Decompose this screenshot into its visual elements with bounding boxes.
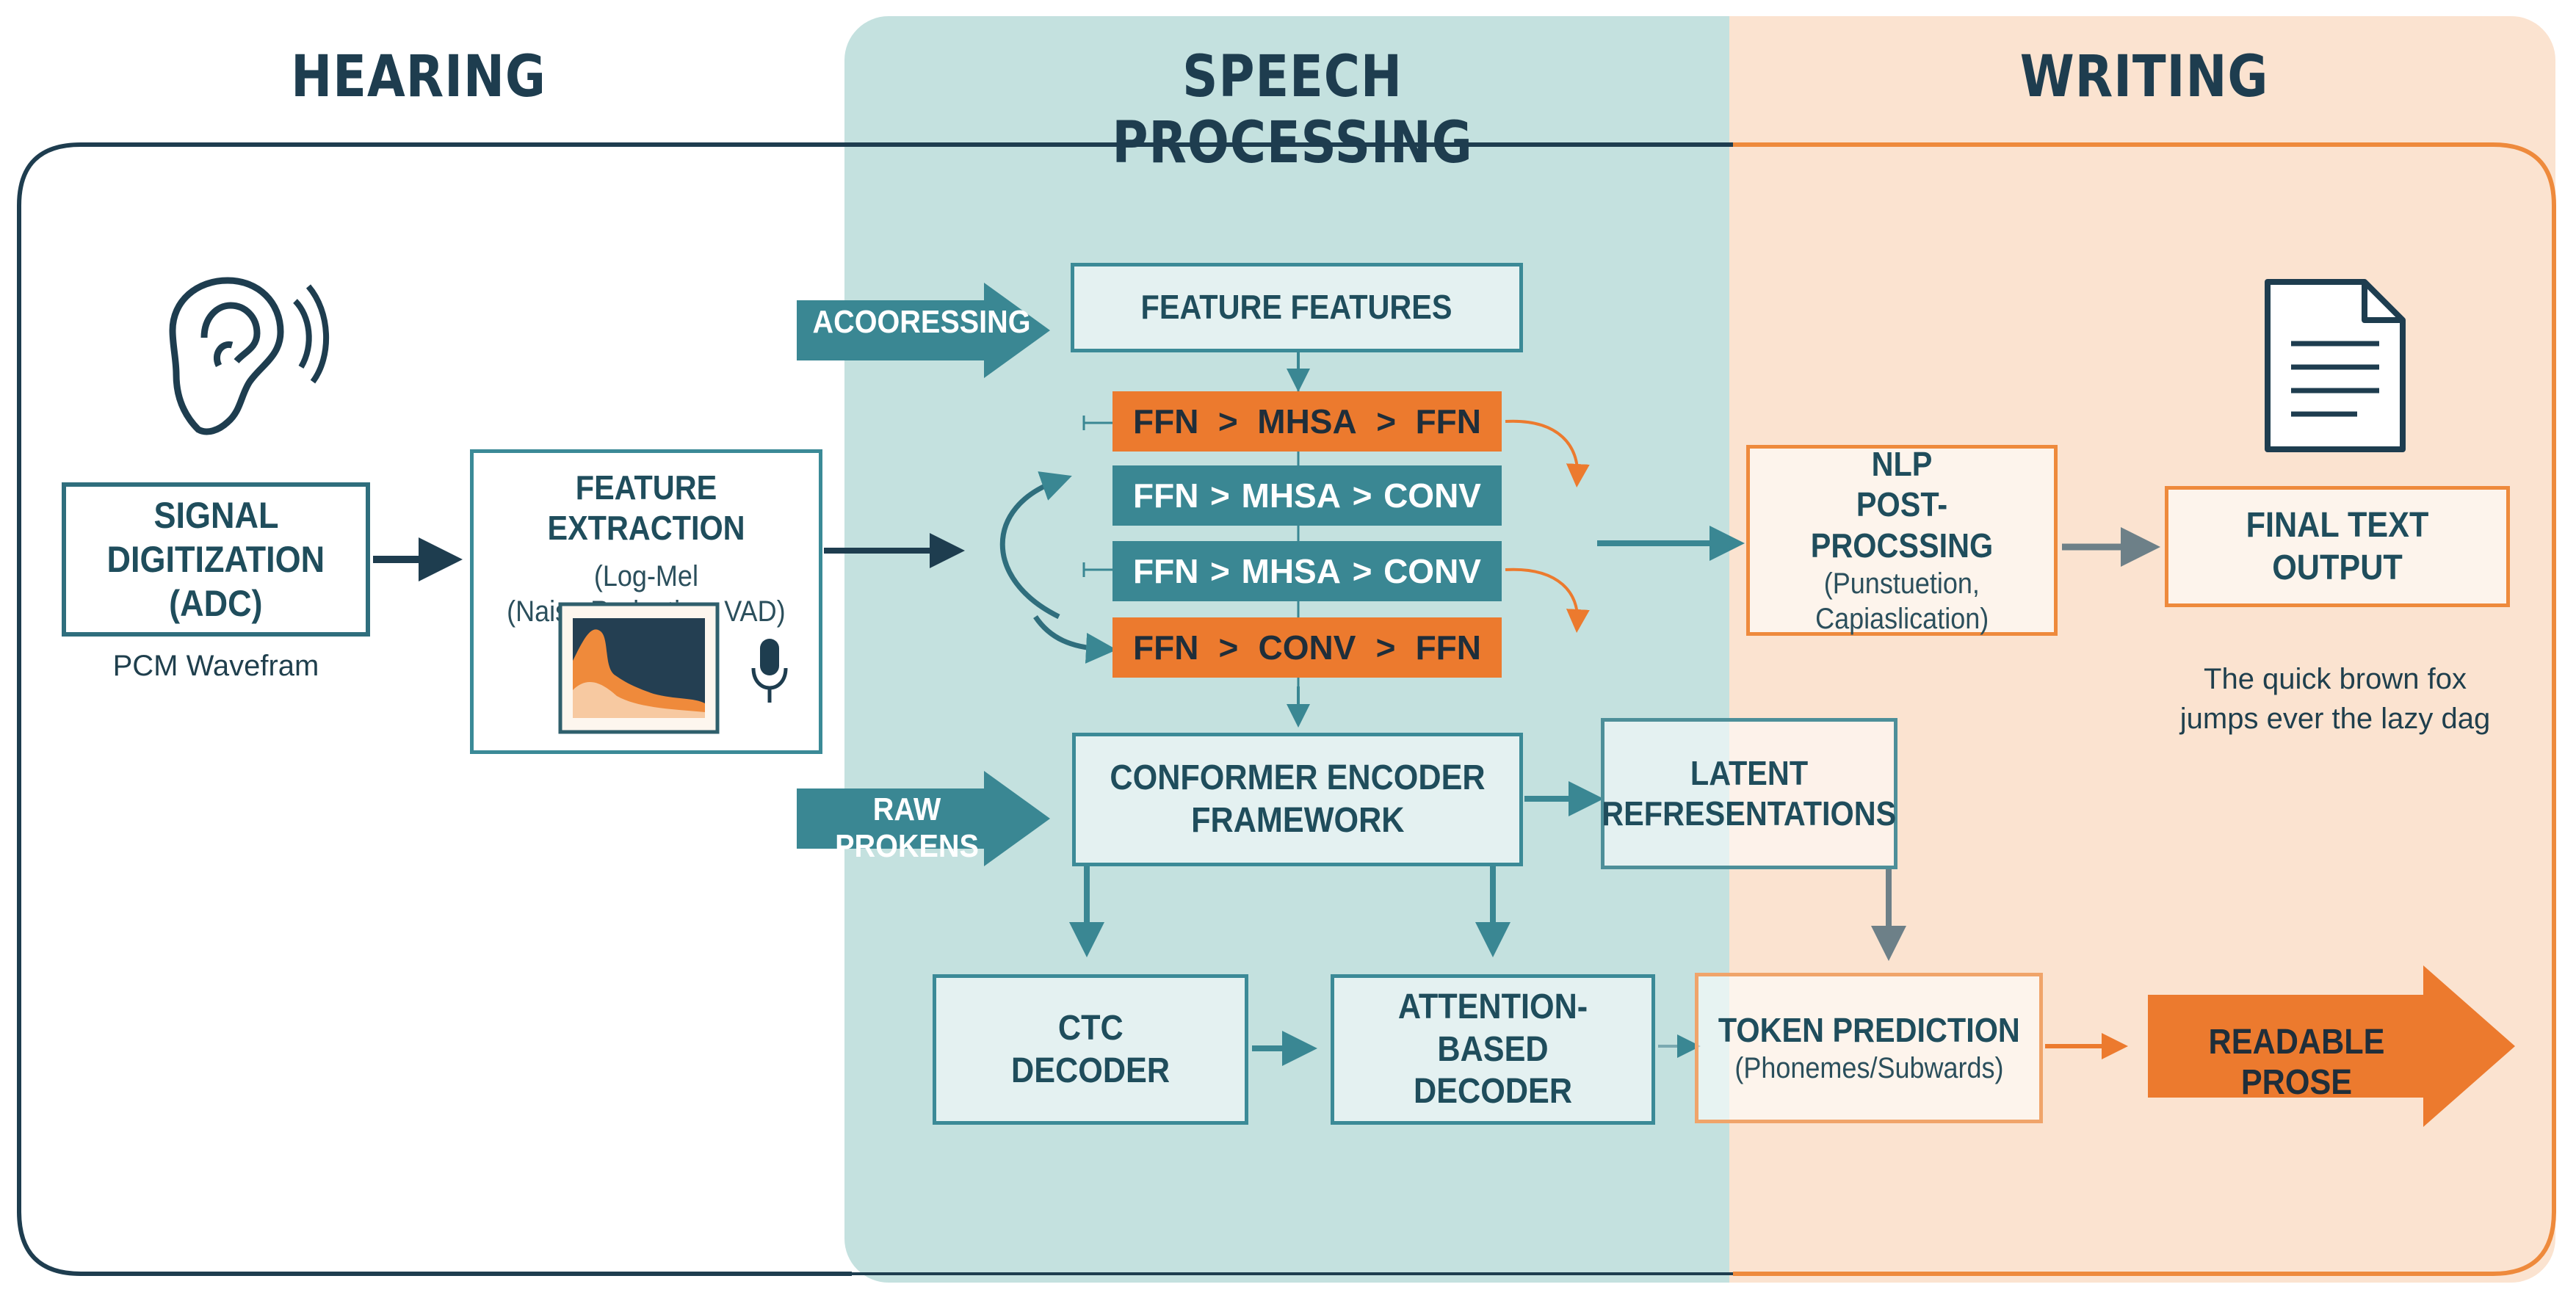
raw-tokens-block-arrow (797, 771, 1050, 866)
feature-extraction-title: FEATURE EXTRACTION (547, 468, 745, 548)
token-prediction-sub: (Phonemes/Subwards) (1734, 1052, 2004, 1085)
final-text-output-box: FINAL TEXT OUTPUT (2165, 486, 2510, 607)
sample-text-line-1: The quick brown fox (2204, 663, 2467, 695)
block-2-op-1: FFN (1133, 476, 1199, 515)
conformer-block-1: FFN > MHSA > FFN (1112, 391, 1502, 452)
nlp-post-processing-box: NLP POST-PROCSSING (Punstuetion, Capiasl… (1746, 445, 2058, 636)
header-hearing: HEARING (291, 44, 546, 110)
block-3-sep-1: > (1210, 552, 1230, 590)
block-1-op-1: FFN (1133, 402, 1199, 440)
header-speech-processing: SPEECH PROCESSING (1112, 44, 1473, 176)
accessing-arrow-label: ACOORESSING (800, 304, 1031, 341)
conformer-encoder-box: CONFORMER ENCODER FRAMEWORK (1072, 733, 1523, 866)
signal-digitization-box: SIGNAL DIGITIZATION (ADC) (62, 482, 370, 637)
ctc-decoder-box: CTC DECODER (933, 974, 1248, 1125)
block-4-op-3: FFN (1415, 628, 1481, 667)
document-icon (2265, 279, 2406, 452)
sample-text-line-2: jumps ever the lazy dag (2179, 703, 2491, 735)
ear-icon (169, 277, 330, 435)
latent-line-2: REFRESENTATIONS (1602, 794, 1897, 833)
block-3-op-2: MHSA (1241, 552, 1341, 590)
block-4-sep-1: > (1218, 628, 1239, 667)
nlp-line-3: (Punstuetion, (1823, 567, 1980, 600)
latent-representations-box: LATENT REFRESENTATIONS (1601, 718, 1897, 869)
final-text-output-text: FINAL TEXT OUTPUT (2246, 505, 2429, 587)
ctc-line-1: CTC (1057, 1008, 1124, 1048)
block-4-sep-2: > (1375, 628, 1396, 667)
spectrogram-icon (558, 602, 720, 734)
sample-output-text: The quick brown fox jumps ever the lazy … (2159, 659, 2511, 739)
readable-prose-label: READABLE PROSE (2148, 1022, 2445, 1103)
conformer-line-2: FRAMEWORK (1190, 801, 1405, 840)
header-writing: WRITING (2019, 44, 2269, 110)
conformer-block-3: FFN > MHSA > CONV (1112, 541, 1502, 601)
token-prediction-box: TOKEN PREDICTION (Phonemes/Subwards) (1695, 973, 2043, 1123)
block-2-sep-2: > (1352, 476, 1372, 515)
microphone-icon (751, 639, 788, 703)
nlp-line-2: POST-PROCSSING (1810, 485, 1994, 565)
block-1-sep-1: > (1218, 402, 1238, 440)
block-2-sep-1: > (1210, 476, 1230, 515)
readable-prose-arrow (2148, 965, 2515, 1127)
conformer-line-1: CONFORMER ENCODER (1110, 758, 1486, 798)
conformer-block-4: FFN > CONV > FFN (1112, 617, 1502, 678)
block-1-op-2: MHSA (1257, 402, 1357, 440)
accessing-arrow-text: ACOORESSING (812, 304, 1031, 340)
readable-prose-text: READABLE PROSE (2208, 1023, 2385, 1102)
raw-tokens-arrow-label: RAW PROKENS (800, 791, 1013, 865)
block-3-op-3: CONV (1383, 552, 1481, 590)
conformer-block-2: FFN > MHSA > CONV (1112, 465, 1502, 526)
accessing-block-arrow (797, 283, 1050, 378)
block-4-op-2: CONV (1258, 628, 1356, 667)
feature-features-text: FEATURE FEATURES (1141, 288, 1452, 327)
block-1-sep-2: > (1376, 402, 1397, 440)
block-2-op-3: CONV (1383, 476, 1481, 515)
nlp-line-1: NLP (1871, 445, 1933, 484)
latent-line-1: LATENT (1690, 753, 1809, 792)
block-4-op-1: FFN (1133, 628, 1199, 667)
ctc-line-2: DECODER (1010, 1051, 1171, 1090)
block-3-sep-2: > (1352, 552, 1372, 590)
nlp-line-4: Capiaslication) (1815, 602, 1989, 635)
raw-tokens-arrow-text: RAW PROKENS (835, 791, 979, 864)
feature-extraction-line-1: (Log-Mel (593, 560, 699, 593)
attention-line-2: DECODER (1413, 1072, 1573, 1112)
signal-box-line-1: SIGNAL (153, 495, 279, 536)
signal-caption: PCM Wavefram (112, 650, 319, 682)
block-3-op-1: FFN (1133, 552, 1199, 590)
block-1-op-3: FFN (1415, 402, 1481, 440)
signal-box-line-3: (ADC) (169, 583, 263, 624)
signal-box-line-2: DIGITIZATION (106, 539, 325, 580)
attention-line-1: ATTENTION-BASED (1397, 987, 1588, 1069)
attention-decoder-box: ATTENTION-BASED DECODER (1331, 974, 1655, 1125)
token-prediction-title: TOKEN PREDICTION (1718, 1010, 2020, 1049)
block-2-op-2: MHSA (1241, 476, 1341, 515)
feature-features-box: FEATURE FEATURES (1071, 263, 1523, 352)
